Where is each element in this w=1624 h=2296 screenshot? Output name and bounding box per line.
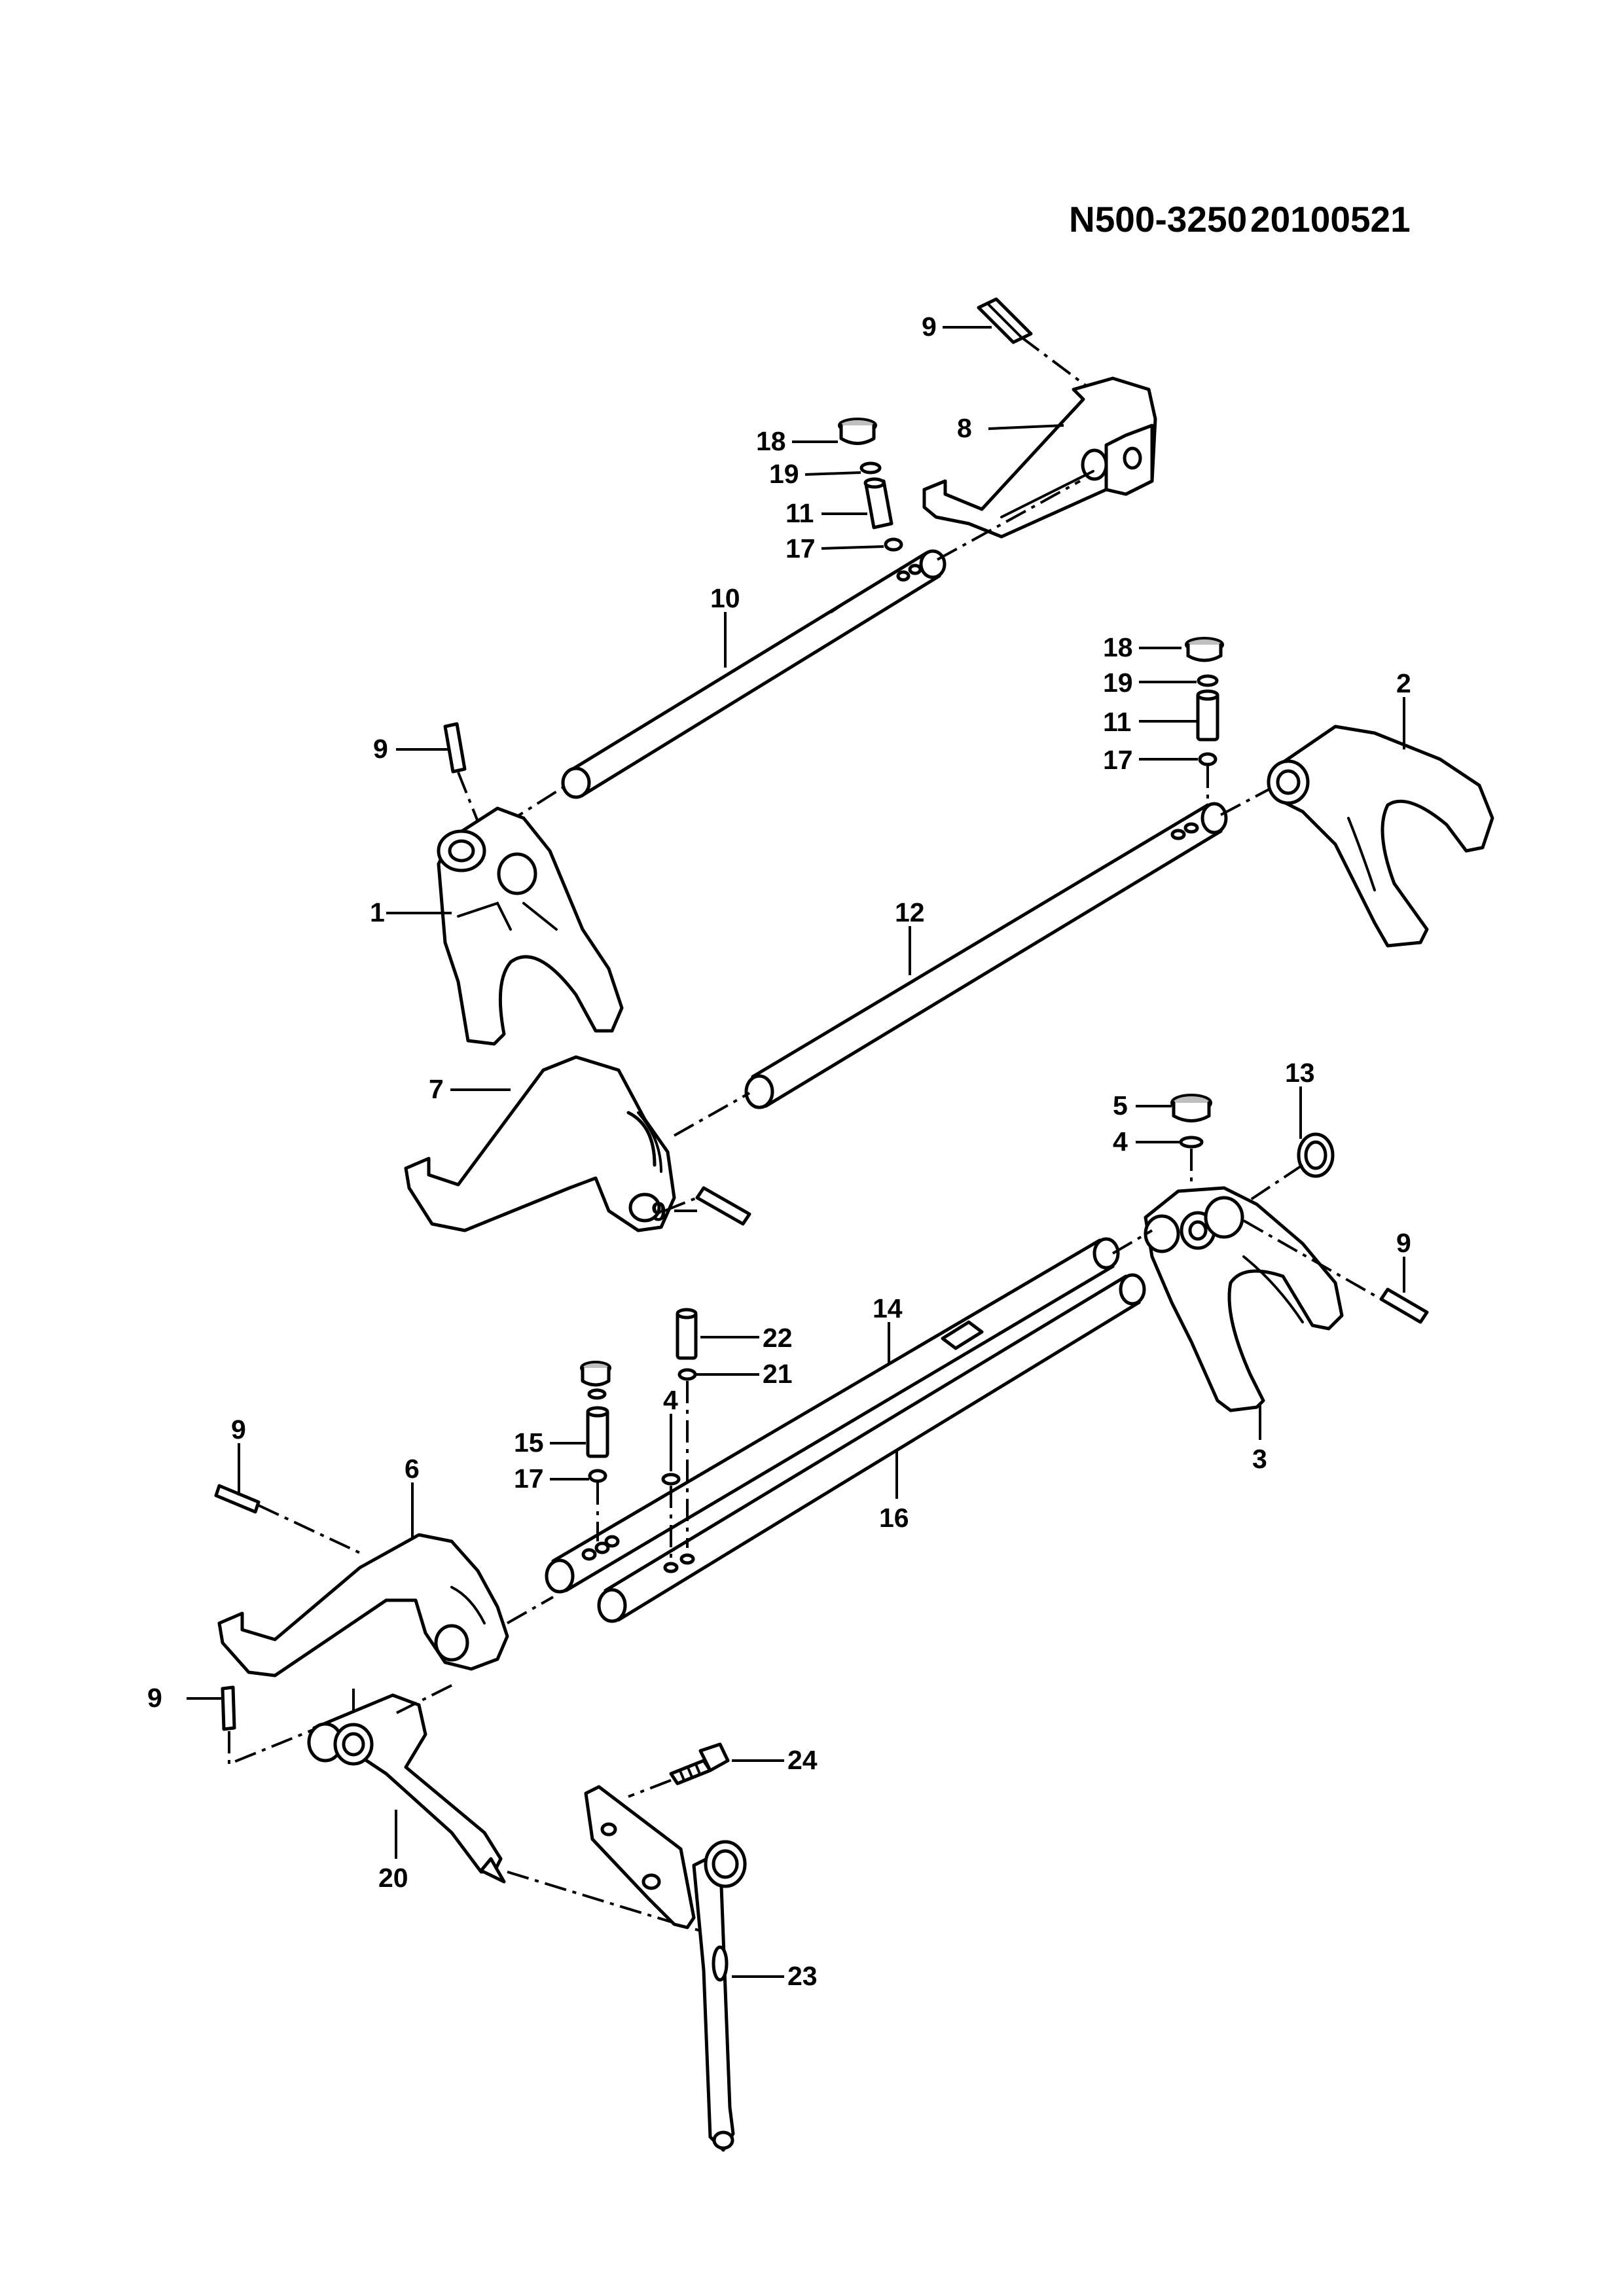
callout-19: 19 xyxy=(1103,668,1133,698)
callout-1: 1 xyxy=(370,897,385,927)
callout-6: 6 xyxy=(405,1454,420,1484)
shift-rod-10 xyxy=(561,549,947,799)
roll-pin-top xyxy=(977,297,1033,344)
callout-5: 5 xyxy=(1113,1090,1128,1121)
callout-16: 16 xyxy=(879,1503,909,1533)
ball-17-top xyxy=(884,537,903,552)
plug-15-top xyxy=(580,1361,611,1387)
callout-9: 9 xyxy=(373,734,388,764)
roll-pin-fork-1 xyxy=(443,722,467,774)
callout-9: 9 xyxy=(922,312,937,342)
spring-15 xyxy=(586,1406,609,1458)
shift-rod-16 xyxy=(597,1273,1146,1623)
callout-21: 21 xyxy=(763,1359,793,1389)
callout-15: 15 xyxy=(514,1427,544,1458)
roll-pin-lever-20 xyxy=(221,1685,236,1731)
callout-8: 8 xyxy=(957,413,972,443)
callout-23: 23 xyxy=(787,1961,818,1991)
shift-rod-14 xyxy=(545,1237,1120,1594)
plug-18-mid xyxy=(1185,637,1224,662)
callout-20: 20 xyxy=(378,1863,408,1893)
plug-5 xyxy=(1170,1094,1212,1122)
o-ring-19-mid xyxy=(1197,674,1219,687)
shift-fork-2 xyxy=(1267,725,1494,948)
shift-rod-12 xyxy=(744,802,1228,1109)
callout-11: 11 xyxy=(1103,707,1131,737)
seal-13 xyxy=(1297,1132,1335,1178)
o-ring-15 xyxy=(587,1388,607,1400)
washer-4-left xyxy=(661,1473,681,1486)
bolt-24 xyxy=(669,1742,730,1785)
callout-2: 2 xyxy=(1396,668,1411,698)
callout-3: 3 xyxy=(1252,1444,1267,1474)
shift-lever-20 xyxy=(307,1693,506,1884)
callout-12: 12 xyxy=(895,897,925,927)
callout-13: 13 xyxy=(1285,1058,1315,1088)
part-number: N500-3250 xyxy=(1069,199,1247,240)
bracket-lever-23 xyxy=(584,1785,747,2152)
ball-17-low xyxy=(588,1469,607,1483)
callout-4: 4 xyxy=(663,1385,678,1415)
callout-10: 10 xyxy=(710,583,740,613)
ball-17-mid xyxy=(1198,752,1218,766)
callout-17: 17 xyxy=(514,1463,544,1494)
callout-19: 19 xyxy=(769,459,799,489)
washer-4-right xyxy=(1179,1136,1204,1149)
pin-22 xyxy=(676,1308,698,1360)
o-ring-19-top xyxy=(859,461,882,475)
callout-4: 4 xyxy=(1113,1126,1128,1157)
callout-18: 18 xyxy=(1103,632,1133,662)
shift-fork-6 xyxy=(217,1533,509,1677)
callout-11: 11 xyxy=(785,498,814,528)
date-code: 20100521 xyxy=(1250,199,1411,240)
callout-17: 17 xyxy=(1103,745,1133,775)
callout-9: 9 xyxy=(1396,1228,1411,1258)
spring-11-top xyxy=(863,477,893,529)
shift-fork-8 xyxy=(922,376,1157,539)
shift-fork-3 xyxy=(1144,1186,1344,1412)
o-ring-21 xyxy=(677,1368,697,1381)
plug-18-top xyxy=(838,418,877,445)
shift-fork-7 xyxy=(404,1055,676,1232)
callout-9: 9 xyxy=(231,1414,246,1444)
callout-14: 14 xyxy=(873,1293,903,1323)
roll-pin-fork-6 xyxy=(214,1484,261,1514)
callout-9: 9 xyxy=(651,1196,666,1227)
roll-pin-fork-7 xyxy=(695,1186,751,1226)
callout-7: 7 xyxy=(429,1074,444,1104)
callout-22: 22 xyxy=(763,1323,793,1353)
roll-pin-fork-3 xyxy=(1379,1287,1429,1324)
callout-9: 9 xyxy=(147,1683,162,1713)
callout-17: 17 xyxy=(785,533,816,564)
callout-24: 24 xyxy=(787,1745,818,1775)
shift-fork-1 xyxy=(437,806,624,1046)
spring-11-mid xyxy=(1196,689,1219,742)
callout-18: 18 xyxy=(756,426,786,456)
